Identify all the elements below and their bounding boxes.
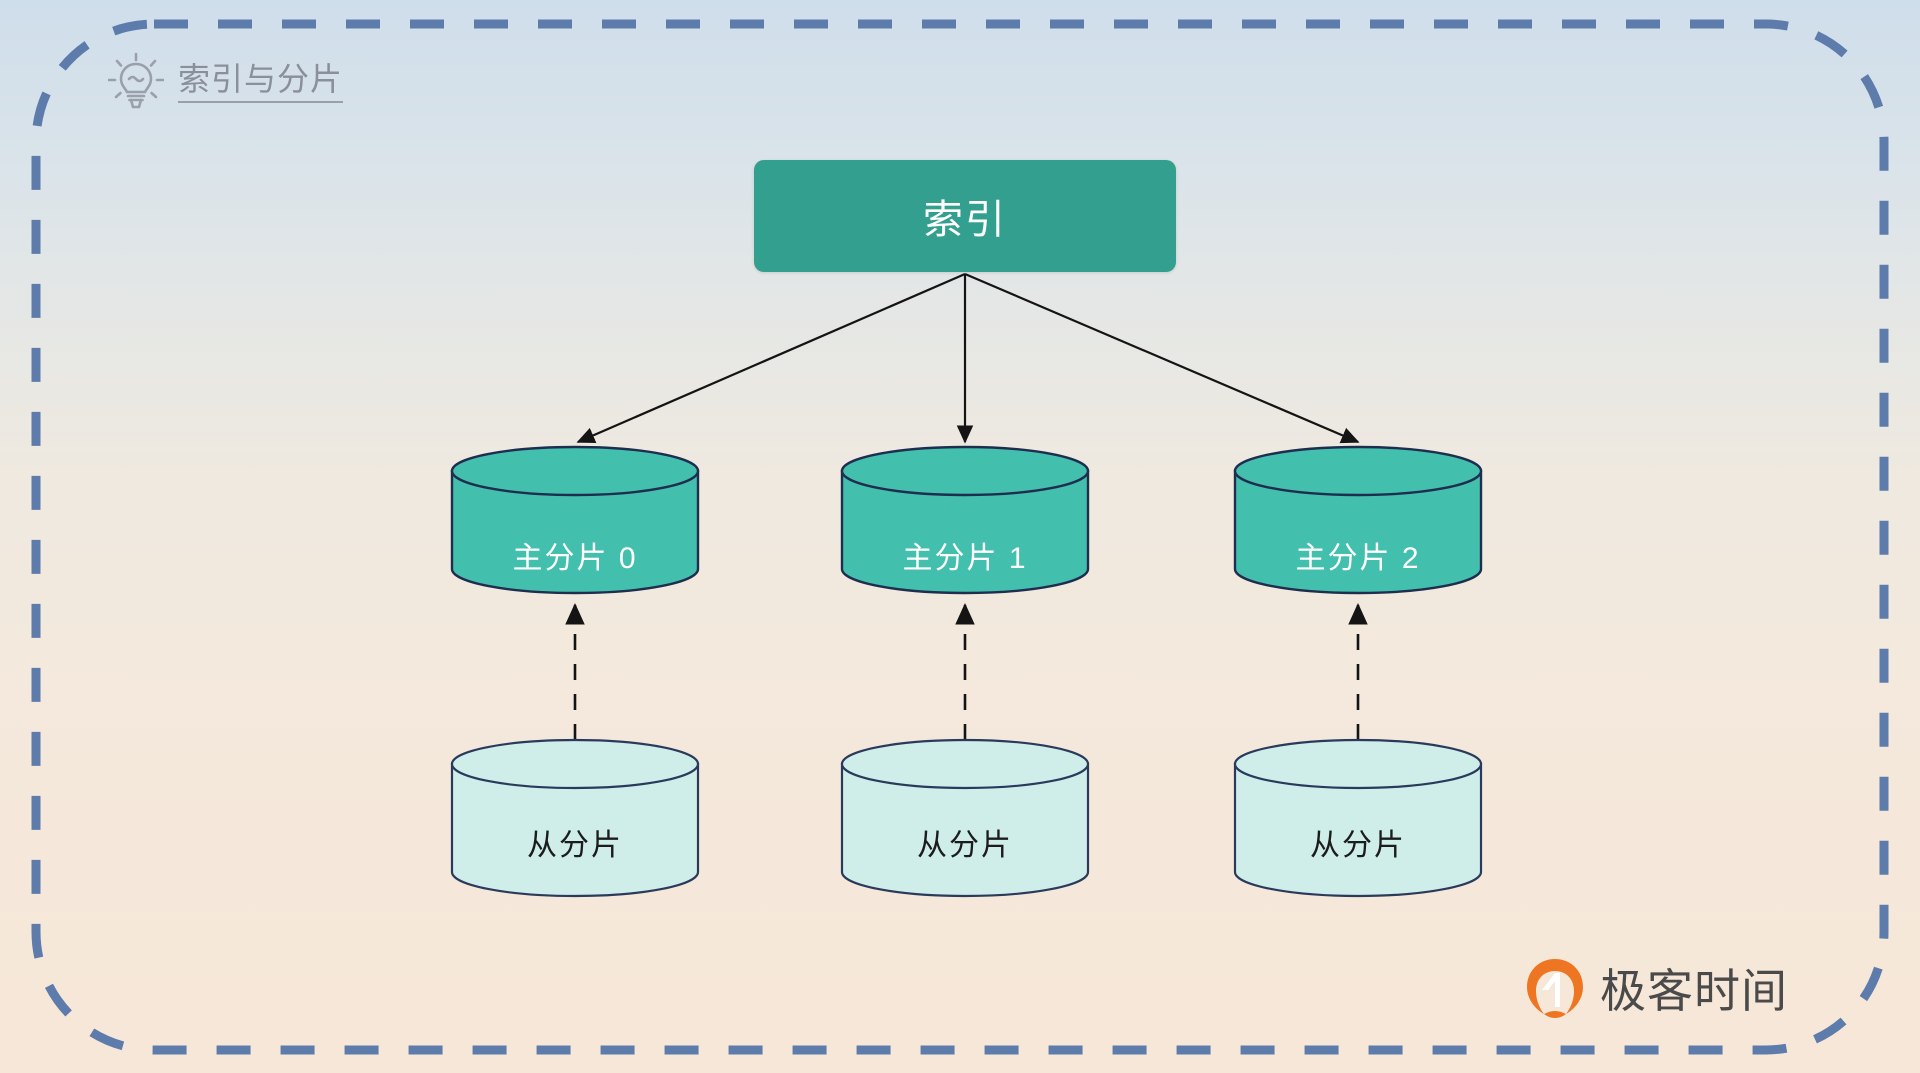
- primary-shard-2[interactable]: 主分片 2: [1233, 445, 1483, 595]
- geektime-logo-icon: [1527, 959, 1583, 1018]
- index-node-label: 索引: [923, 198, 1007, 242]
- page-title: 索引与分片: [178, 63, 344, 103]
- index-node[interactable]: 索引: [754, 160, 1176, 272]
- replica-shard-0[interactable]: 从分片: [450, 738, 700, 898]
- brand-logo: 极客时间: [1524, 955, 1788, 1021]
- primary-shard-1[interactable]: 主分片 1: [840, 445, 1090, 595]
- connector-index-to-primary-2: [964, 272, 1360, 444]
- primary-shard-0[interactable]: 主分片 0: [450, 445, 700, 595]
- replica-shard-1[interactable]: 从分片: [840, 738, 1090, 898]
- lightbulb-icon: [108, 52, 164, 109]
- brand-logo-text: 极客时间: [1600, 965, 1788, 1017]
- replica-shard-2[interactable]: 从分片: [1233, 738, 1483, 898]
- section-header: 索引与分片: [108, 52, 344, 114]
- connector-index-to-primary-0: [576, 272, 966, 444]
